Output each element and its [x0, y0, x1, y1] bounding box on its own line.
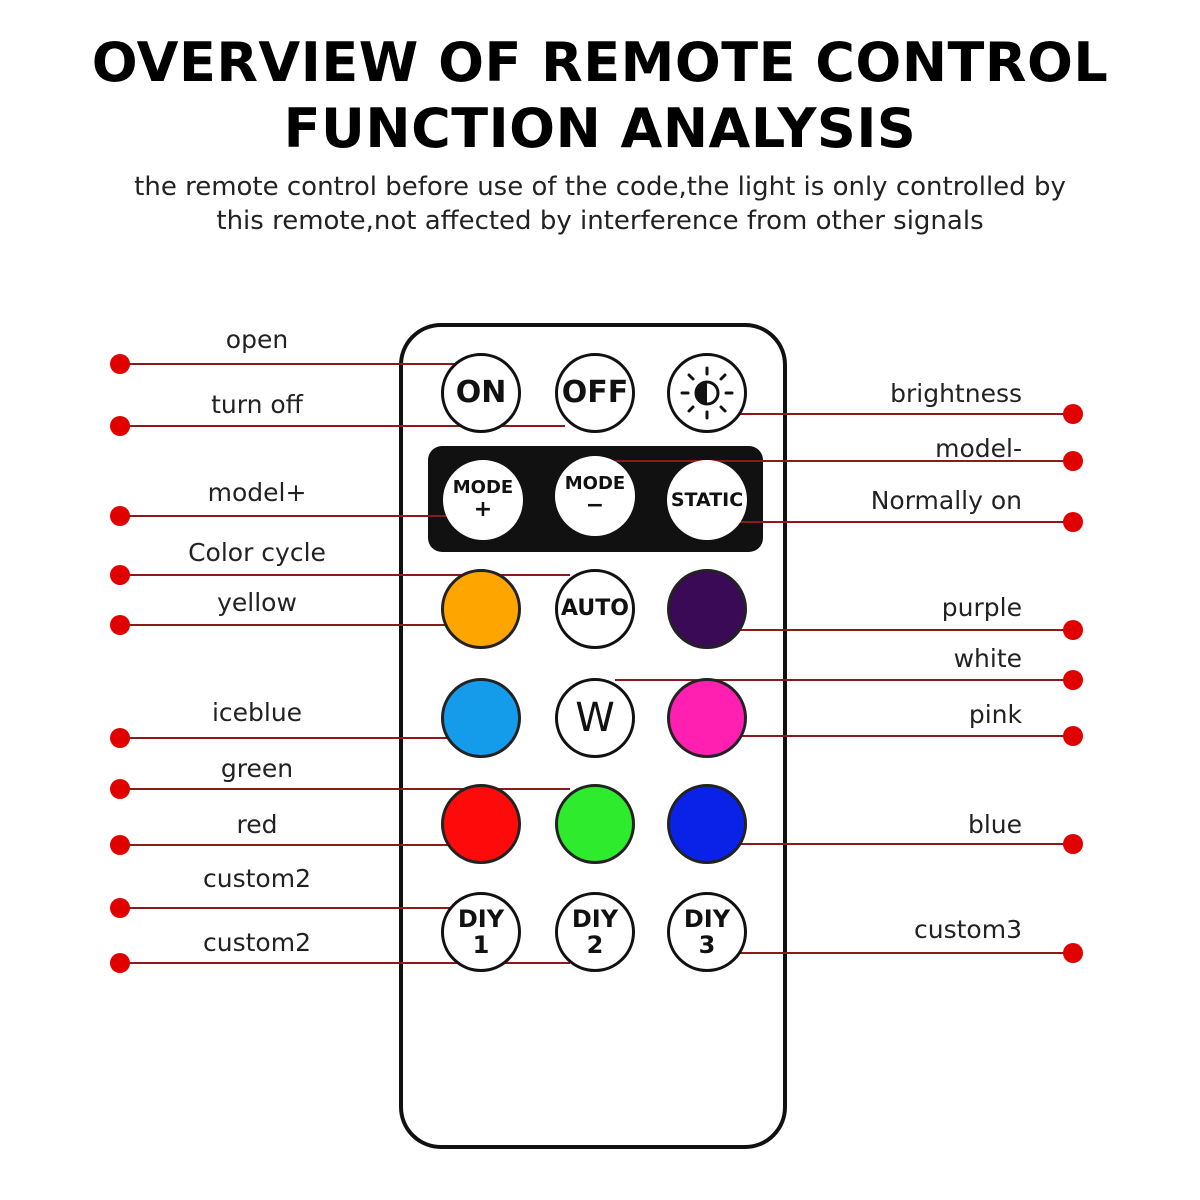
dot-custom3 [1063, 943, 1083, 963]
dot-custom-b [110, 953, 130, 973]
label-pink: pink [968, 700, 1022, 729]
mode-plus-label: MODE [452, 477, 514, 498]
static-label: STATIC [670, 488, 744, 511]
dot-brightness [1063, 404, 1083, 424]
dot-normally-on [1063, 512, 1083, 532]
subtitle-line-2: this remote,not affected by interference… [216, 206, 984, 236]
left-dots [110, 354, 130, 973]
red-button[interactable] [441, 784, 521, 864]
label-yellow: yellow [217, 588, 297, 617]
diy1-label: DIY [457, 905, 505, 933]
auto-label: AUTO [561, 596, 629, 621]
dot-iceblue [110, 728, 130, 748]
diy3-label: DIY [683, 905, 731, 933]
dot-blue [1063, 834, 1083, 854]
dot-yellow [110, 615, 130, 635]
dot-open [110, 354, 130, 374]
dot-model-minus [1063, 451, 1083, 471]
on-button[interactable]: ON [441, 353, 521, 433]
dot-model-plus [110, 506, 130, 526]
subtitle-line-1: the remote control before use of the cod… [134, 172, 1066, 202]
dot-turn-off [110, 416, 130, 436]
on-button-label: ON [455, 375, 507, 410]
label-purple: purple [941, 593, 1022, 622]
mode-plus-sign: + [473, 497, 493, 522]
label-custom3: custom3 [914, 915, 1022, 944]
off-button-label: OFF [561, 375, 629, 410]
diy1-button[interactable]: DIY 1 [441, 892, 521, 972]
dot-green [110, 779, 130, 799]
blue-button[interactable] [667, 784, 747, 864]
dot-color-cycle [110, 565, 130, 585]
mode-plus-button[interactable]: MODE + [443, 460, 523, 540]
title-line-2: FUNCTION ANALYSIS [283, 97, 917, 160]
label-iceblue: iceblue [211, 698, 303, 727]
mode-minus-label: MODE [564, 473, 626, 494]
label-red: red [236, 810, 278, 839]
pink-button[interactable] [667, 678, 747, 758]
label-custom-b: custom2 [203, 928, 311, 957]
label-custom-a: custom2 [203, 864, 311, 893]
dot-red [110, 835, 130, 855]
green-button[interactable] [555, 784, 635, 864]
mode-minus-sign: − [585, 493, 605, 518]
diy3-number: 3 [698, 931, 716, 959]
label-white: white [953, 644, 1022, 673]
mode-minus-button[interactable]: MODE − [555, 456, 635, 536]
right-dots [1063, 404, 1083, 963]
label-color-cycle: Color cycle [188, 538, 326, 567]
white-label: W [575, 695, 615, 741]
diy2-label: DIY [571, 905, 619, 933]
diy1-number: 1 [472, 931, 490, 959]
brightness-button[interactable] [667, 353, 747, 433]
diy2-button[interactable]: DIY 2 [555, 892, 635, 972]
dot-purple [1063, 620, 1083, 640]
purple-button[interactable] [667, 569, 747, 649]
diy2-number: 2 [586, 931, 604, 959]
dot-pink [1063, 726, 1083, 746]
subtitle: the remote control before use of the cod… [100, 170, 1100, 238]
static-button[interactable]: STATIC [667, 460, 747, 540]
title-line-1: OVERVIEW OF REMOTE CONTROL [91, 31, 1109, 94]
label-model-minus: model- [935, 434, 1022, 463]
label-normally-on: Normally on [870, 486, 1022, 515]
white-button[interactable]: W [555, 678, 635, 758]
diy3-button[interactable]: DIY 3 [667, 892, 747, 972]
page-title: OVERVIEW OF REMOTE CONTROL FUNCTION ANAL… [0, 30, 1200, 162]
yellow-button[interactable] [441, 569, 521, 649]
label-brightness: brightness [890, 379, 1022, 408]
off-button[interactable]: OFF [555, 353, 635, 433]
label-open: open [225, 325, 289, 354]
brightness-icon [680, 366, 734, 420]
dot-white [1063, 670, 1083, 690]
dot-custom-a [110, 898, 130, 918]
label-turn-off: turn off [211, 390, 303, 419]
label-model-plus: model+ [207, 478, 307, 507]
iceblue-button[interactable] [441, 678, 521, 758]
label-green: green [220, 754, 294, 783]
auto-button[interactable]: AUTO [555, 569, 635, 649]
label-blue: blue [967, 810, 1022, 839]
